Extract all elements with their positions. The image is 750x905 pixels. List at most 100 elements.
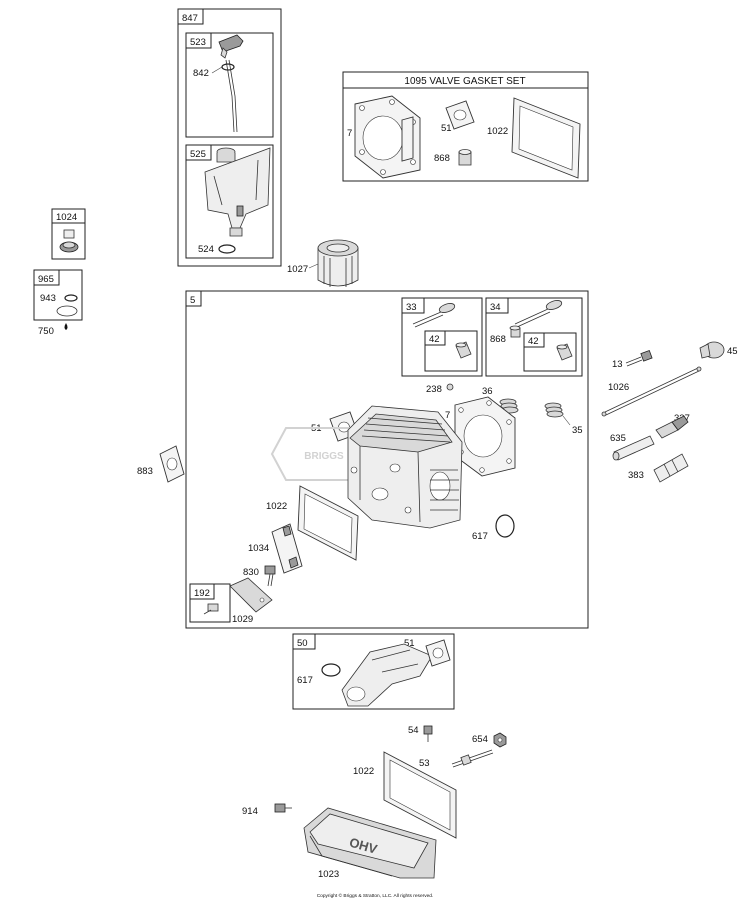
o-ring-617	[495, 514, 515, 538]
head-gasket-7	[454, 396, 516, 477]
group-1095-title: 1095 VALVE GASKET SET	[404, 76, 525, 87]
callout-943: 943	[40, 293, 56, 304]
callout-524: 524	[198, 244, 214, 255]
nut-654	[493, 732, 507, 748]
callout-54: 54	[408, 725, 419, 736]
callout-50: 50	[297, 638, 308, 649]
callout-34-868: 868	[490, 334, 506, 345]
group-34-tab	[485, 297, 509, 314]
callout-13: 13	[612, 359, 623, 370]
group-523-tab	[185, 32, 212, 49]
gasket-883	[159, 445, 185, 483]
leader-1027	[308, 263, 319, 269]
group-50-tab	[292, 633, 316, 650]
group-33-42-frame	[424, 330, 478, 372]
stud-830	[264, 565, 276, 587]
pin-635	[612, 435, 655, 461]
callout-50-617: 617	[297, 675, 313, 686]
valve-cover-gasket-1095	[511, 97, 581, 179]
callout-847: 847	[182, 13, 198, 24]
valve-spring-35	[544, 402, 564, 418]
group-5-tab	[185, 290, 202, 307]
group-192-tab	[189, 583, 215, 600]
callout-523: 523	[190, 37, 206, 48]
callout-35: 35	[572, 425, 583, 436]
group-847: 847 523 842 525 524	[177, 8, 282, 267]
callout-1095-7: 7	[347, 128, 352, 139]
callout-883: 883	[137, 466, 153, 477]
watermark-text: BRIGGS	[304, 451, 344, 462]
callout-192: 192	[194, 588, 210, 599]
valve-seal-1095	[458, 149, 472, 166]
callout-1027: 1027	[287, 264, 308, 275]
group-1095: 1095 VALVE GASKET SET 7 51 1022 868	[342, 71, 589, 182]
o-ring-50-617	[321, 663, 341, 677]
leader-842	[211, 66, 223, 74]
spark-plug-337	[655, 415, 689, 439]
callout-1022: 1022	[266, 501, 287, 512]
rocker-45	[699, 341, 725, 359]
cylinder-head-part	[347, 405, 463, 529]
intake-gasket-50-51	[425, 639, 451, 667]
callout-383: 383	[628, 470, 644, 481]
fitting-192	[203, 603, 219, 615]
callout-33-42: 42	[429, 334, 440, 345]
push-rod-1026	[601, 366, 702, 417]
valve-seal-34	[509, 325, 521, 338]
dipstick-part	[218, 34, 244, 133]
group-34-42-tab	[523, 332, 545, 348]
breather-plate-1034	[271, 523, 303, 574]
callout-914: 914	[242, 806, 258, 817]
callout-1034: 1034	[248, 543, 269, 554]
group-847-frame	[177, 8, 282, 267]
group-965: 965 943	[33, 269, 83, 321]
group-525-frame	[185, 144, 274, 259]
valve-cover-gasket-1022b	[383, 751, 457, 839]
callout-1029: 1029	[232, 614, 253, 625]
callout-1024: 1024	[56, 212, 77, 223]
pin-383	[653, 453, 689, 483]
callout-238: 238	[426, 384, 442, 395]
drain-plug-part	[59, 229, 79, 253]
callout-617: 617	[472, 531, 488, 542]
retainer-238	[446, 383, 454, 391]
callout-50-51: 51	[404, 638, 415, 649]
callout-1095-1022: 1022	[487, 126, 508, 137]
callout-842: 842	[193, 68, 209, 79]
group-34-frame	[485, 297, 583, 377]
bracket-1029	[229, 577, 273, 613]
cap-965	[56, 305, 78, 317]
intake-gasket-1095	[445, 100, 475, 130]
valve-cover-1023: OHV	[303, 807, 437, 879]
callout-5: 5	[190, 295, 195, 306]
callout-635: 635	[610, 433, 626, 444]
group-50-frame	[292, 633, 455, 710]
group-33-frame	[401, 297, 483, 377]
group-5-frame	[185, 290, 589, 629]
callout-1095-51: 51	[441, 123, 452, 134]
group-1095-frame	[342, 71, 589, 182]
valve-keeper-33	[455, 341, 472, 359]
callout-750: 750	[38, 326, 54, 337]
group-523-frame	[185, 32, 274, 138]
valve-keeper-34	[556, 343, 573, 361]
callout-525: 525	[190, 149, 206, 160]
callout-654: 654	[472, 734, 488, 745]
group-50: 50 51 617	[292, 633, 455, 710]
callout-1022b: 1022	[353, 766, 374, 777]
group-5: 5 33 42 34 868 42	[185, 290, 589, 629]
group-1024-tab	[51, 208, 86, 224]
screw-914	[274, 803, 292, 813]
group-1024: 1024	[51, 208, 86, 260]
callout-34-42: 42	[528, 336, 539, 347]
group-965-tab	[33, 269, 60, 286]
dipstick-tube-part	[204, 147, 271, 237]
exhaust-valve-part	[514, 300, 563, 328]
callout-1026: 1026	[608, 382, 629, 393]
stud-53	[451, 749, 494, 768]
callout-34: 34	[490, 302, 501, 313]
o-ring-524	[218, 244, 236, 254]
o-ring-943	[64, 294, 78, 302]
